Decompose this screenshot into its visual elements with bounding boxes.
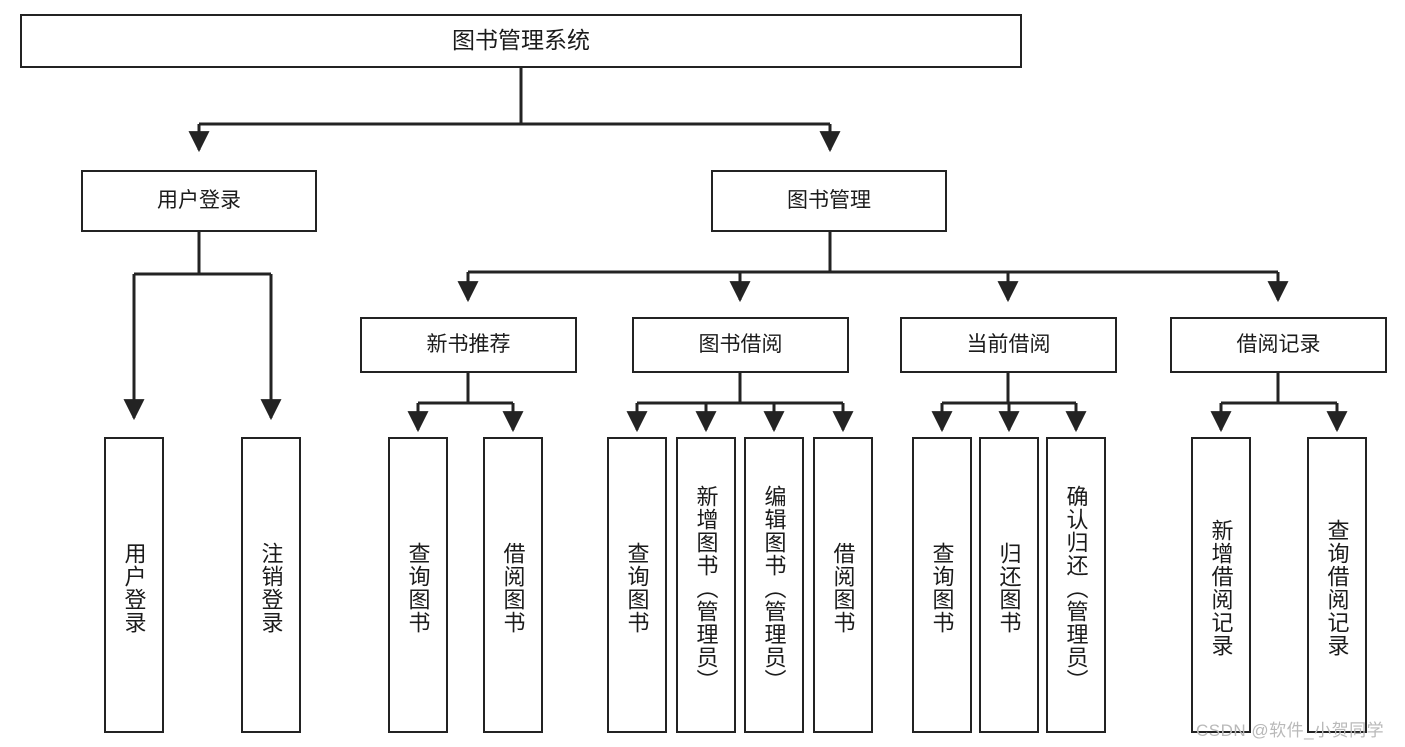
node-label: 查询图书 [624, 542, 650, 634]
node-label: 新增图书（管理员） [693, 484, 719, 692]
leaf-current-confirm-return[interactable]: 确认归还（管理员） [1046, 437, 1106, 733]
node-user-login[interactable]: 用户登录 [81, 170, 317, 232]
node-label: 查询图书 [405, 542, 431, 634]
node-borrow-record[interactable]: 借阅记录 [1170, 317, 1387, 373]
node-root-system[interactable]: 图书管理系统 [20, 14, 1022, 68]
node-label: 查询借阅记录 [1324, 519, 1350, 657]
leaf-current-return-book[interactable]: 归还图书 [979, 437, 1039, 733]
leaf-borrow-lend-book[interactable]: 借阅图书 [813, 437, 873, 733]
node-new-book-recommend[interactable]: 新书推荐 [360, 317, 577, 373]
leaf-newbook-query-book[interactable]: 查询图书 [388, 437, 448, 733]
node-current-borrow[interactable]: 当前借阅 [900, 317, 1117, 373]
node-label: 图书借阅 [698, 333, 783, 357]
node-label: 图书管理 [787, 189, 871, 213]
node-label: 借阅图书 [500, 542, 526, 634]
node-label: 新书推荐 [426, 333, 511, 357]
csdn-watermark: CSDN @软件_小贺同学 [1196, 721, 1385, 740]
node-book-management[interactable]: 图书管理 [711, 170, 947, 232]
node-label: 借阅图书 [830, 542, 856, 634]
node-label: 用户登录 [157, 189, 241, 213]
leaf-user-login[interactable]: 用户登录 [104, 437, 164, 733]
node-label: 归还图书 [996, 542, 1022, 634]
leaf-borrow-edit-book[interactable]: 编辑图书（管理员） [744, 437, 804, 733]
node-label: 确认归还（管理员） [1063, 484, 1089, 692]
leaf-user-logout[interactable]: 注销登录 [241, 437, 301, 733]
node-label: 新增借阅记录 [1208, 519, 1234, 657]
leaf-record-query-record[interactable]: 查询借阅记录 [1307, 437, 1367, 733]
leaf-record-add-record[interactable]: 新增借阅记录 [1191, 437, 1251, 733]
node-label: 注销登录 [258, 542, 284, 634]
node-label: 编辑图书（管理员） [761, 484, 787, 692]
node-label: 借阅记录 [1236, 333, 1321, 357]
node-label: 当前借阅 [966, 333, 1051, 357]
leaf-current-query-book[interactable]: 查询图书 [912, 437, 972, 733]
leaf-borrow-add-book[interactable]: 新增图书（管理员） [676, 437, 736, 733]
node-label: 图书管理系统 [452, 27, 590, 54]
leaf-borrow-query-book[interactable]: 查询图书 [607, 437, 667, 733]
node-label: 查询图书 [929, 542, 955, 634]
node-book-borrow[interactable]: 图书借阅 [632, 317, 849, 373]
node-label: 用户登录 [121, 542, 147, 634]
leaf-newbook-borrow-book[interactable]: 借阅图书 [483, 437, 543, 733]
